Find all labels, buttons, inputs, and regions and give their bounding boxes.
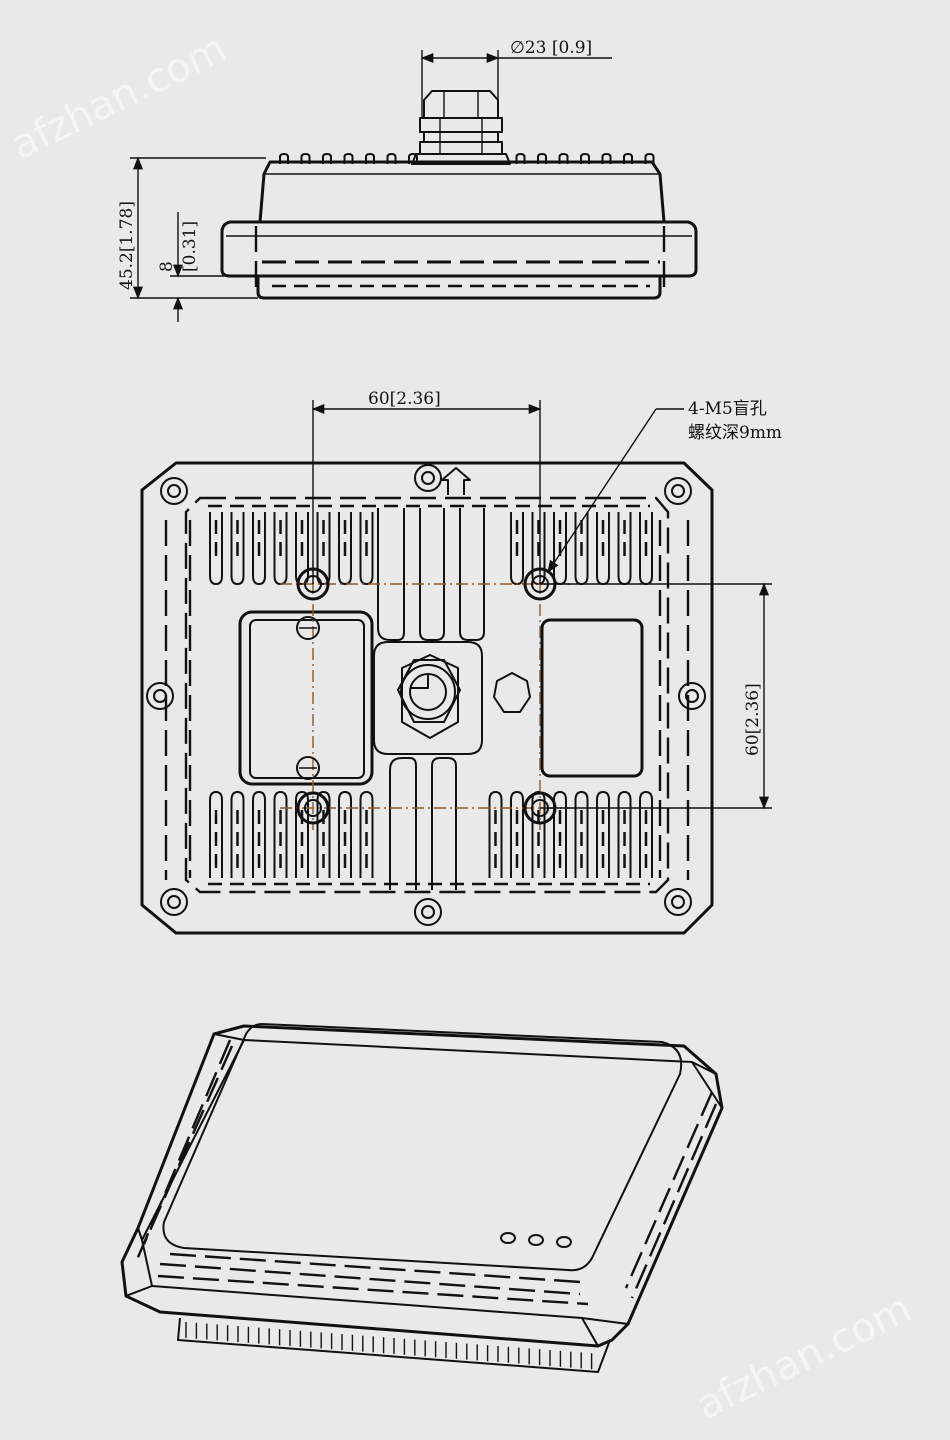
hole-spec-line1: 4-M5盲孔 xyxy=(688,399,767,419)
frame-screw-icon xyxy=(414,898,442,926)
frame-screw-icon xyxy=(678,682,706,710)
side-fin xyxy=(300,153,311,164)
watermark-bottom: afzhan.com xyxy=(689,1286,919,1429)
rear-fin-bottom xyxy=(338,791,352,878)
total-height-dimension: 45.2[1.78] xyxy=(117,156,266,300)
side-fin xyxy=(558,153,569,164)
mounting-hole-thread xyxy=(304,799,322,817)
rear-fin-bottom xyxy=(295,791,309,878)
side-fin xyxy=(365,153,375,164)
side-fin xyxy=(644,153,655,164)
mounting-holes xyxy=(146,464,706,926)
frame-screw-icon xyxy=(664,888,692,916)
frame-screw-icon xyxy=(160,888,188,916)
rear-fin-bottom xyxy=(574,791,589,878)
rear-fin-bottom xyxy=(273,791,288,878)
side-fin xyxy=(322,153,332,164)
led-indicators xyxy=(500,1232,572,1248)
isometric-view xyxy=(120,1023,724,1373)
rear-fin-bottom xyxy=(488,791,503,878)
rear-fin-bottom xyxy=(617,791,632,878)
frame-screw-icon xyxy=(414,464,442,492)
frame-screw-head xyxy=(421,905,435,919)
hole-spec-note: 4-M5盲孔 螺纹深9mm xyxy=(547,399,782,574)
rear-fin-top xyxy=(252,512,266,585)
mounting-hole xyxy=(296,791,330,825)
rear-fin-bottom xyxy=(510,791,524,878)
left-pad xyxy=(238,610,374,786)
hole-spacing-horizontal-dimension: 60[2.36] xyxy=(311,389,542,584)
frame-screw-icon xyxy=(160,477,188,505)
side-fin xyxy=(623,153,633,164)
frame-screw-head xyxy=(671,895,685,909)
side-fin xyxy=(343,153,354,164)
iso-fins xyxy=(185,1322,593,1370)
total-height-label: 45.2[1.78] xyxy=(117,201,137,290)
side-flange xyxy=(220,220,698,278)
led-indicator-3-icon xyxy=(556,1236,572,1248)
iso-lid xyxy=(162,1023,683,1272)
rear-fin-bottom xyxy=(316,791,331,878)
side-fin xyxy=(580,153,590,164)
hole-spec-line2: 螺纹深9mm xyxy=(688,423,782,443)
side-housing xyxy=(258,160,666,224)
rear-gland xyxy=(397,654,531,739)
frame-screw-head xyxy=(421,471,435,485)
center-channel xyxy=(377,508,485,641)
rear-fin-top xyxy=(316,512,331,585)
side-fin xyxy=(515,153,526,164)
gland-diameter-label: ∅23 [0.9] xyxy=(510,38,592,58)
frame-screw-head xyxy=(167,895,181,909)
frame-screw-head xyxy=(685,689,699,703)
led-indicator-2-icon xyxy=(528,1234,544,1246)
rear-fin-bottom xyxy=(252,791,266,878)
iso-frame-outer xyxy=(120,1024,724,1348)
gland-diameter-dimension: ∅23 [0.9] xyxy=(420,38,612,118)
right-pad xyxy=(540,618,644,778)
rear-outline xyxy=(140,461,714,935)
rear-fin-bottom xyxy=(209,791,223,878)
rear-fin-top xyxy=(230,512,245,585)
side-view: ∅23 [0.9] 45.2[1.78] 8 [0.31] xyxy=(117,38,698,322)
side-bottom-plate xyxy=(256,274,662,300)
rear-fin-bottom xyxy=(359,791,374,878)
rear-fin-top xyxy=(209,512,223,585)
rear-view: 60[2.36] 60[2.36] 4-M5盲孔 螺纹深9mm xyxy=(140,389,782,935)
rear-fin-bottom xyxy=(230,791,245,878)
rear-fin-bottom xyxy=(553,791,567,878)
frame-screw-head xyxy=(153,689,167,703)
base-height-inch: [0.31] xyxy=(180,221,200,272)
frame-screw-icon xyxy=(146,682,174,710)
pad-screw-icon xyxy=(296,756,320,780)
frame-screw-head xyxy=(671,484,685,498)
side-fin xyxy=(601,153,612,164)
side-fins xyxy=(279,153,655,164)
watermark-top: afzhan.com xyxy=(4,26,234,169)
led-indicator-1-icon xyxy=(500,1232,516,1244)
hole-spacing-vertical-dimension: 60[2.36] xyxy=(540,582,772,810)
hole-centerlines xyxy=(280,560,570,830)
frame-screw-head xyxy=(167,484,181,498)
gland-boss xyxy=(373,641,483,755)
rear-fin-top xyxy=(359,512,374,585)
hole-spacing-vertical-label: 60[2.36] xyxy=(743,683,763,756)
rear-fin-bottom xyxy=(596,791,610,878)
hole-spacing-horizontal-label: 60[2.36] xyxy=(368,389,441,409)
base-height-dimension: 8 [0.31] xyxy=(157,212,224,322)
frame-screw-icon xyxy=(664,477,692,505)
cable-gland xyxy=(411,90,511,165)
up-arrow-icon xyxy=(441,467,471,495)
base-height-value: 8 xyxy=(157,261,177,272)
pad-screw-icon xyxy=(296,616,320,640)
rear-fin-bottom xyxy=(639,791,653,878)
side-fin xyxy=(537,153,547,164)
side-fin xyxy=(408,153,418,164)
rear-fin-top xyxy=(338,512,352,585)
side-fin xyxy=(386,153,397,164)
side-fin xyxy=(279,153,289,164)
